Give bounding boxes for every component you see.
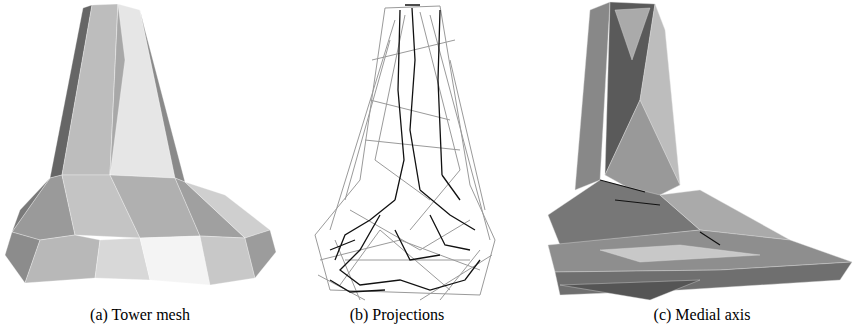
subfigure-caption: (c) Medial axis bbox=[654, 305, 751, 324]
projection-wireframe bbox=[315, 5, 495, 300]
caption-slot: (c) Medial axis bbox=[654, 305, 751, 324]
subfigure-caption: (b) Projections bbox=[350, 305, 445, 324]
tower-mesh bbox=[5, 4, 276, 285]
caption-slot: (a) Tower mesh bbox=[90, 305, 190, 324]
caption-slot: (b) Projections bbox=[350, 305, 445, 324]
medial-axis bbox=[548, 2, 852, 300]
subfigure-caption: (a) Tower mesh bbox=[90, 305, 190, 324]
